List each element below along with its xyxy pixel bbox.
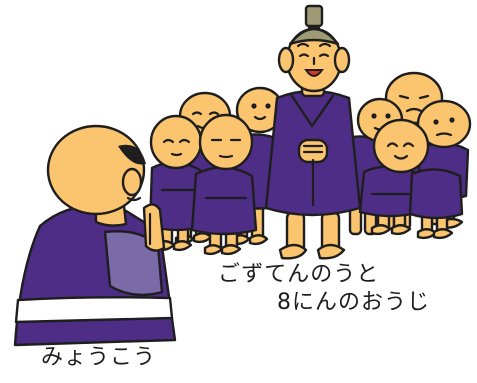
group-caption-line2: 8にんのおうじ [277,290,430,315]
standing-king [264,4,362,260]
child-right-front-2 [408,168,464,240]
seated-person [13,124,177,347]
child-right-front-1 [358,118,430,236]
child-left-front-2 [190,113,258,256]
group-caption-line1: ごずてんのうと [218,262,380,287]
seated-person-caption: みょうこう [41,345,157,370]
